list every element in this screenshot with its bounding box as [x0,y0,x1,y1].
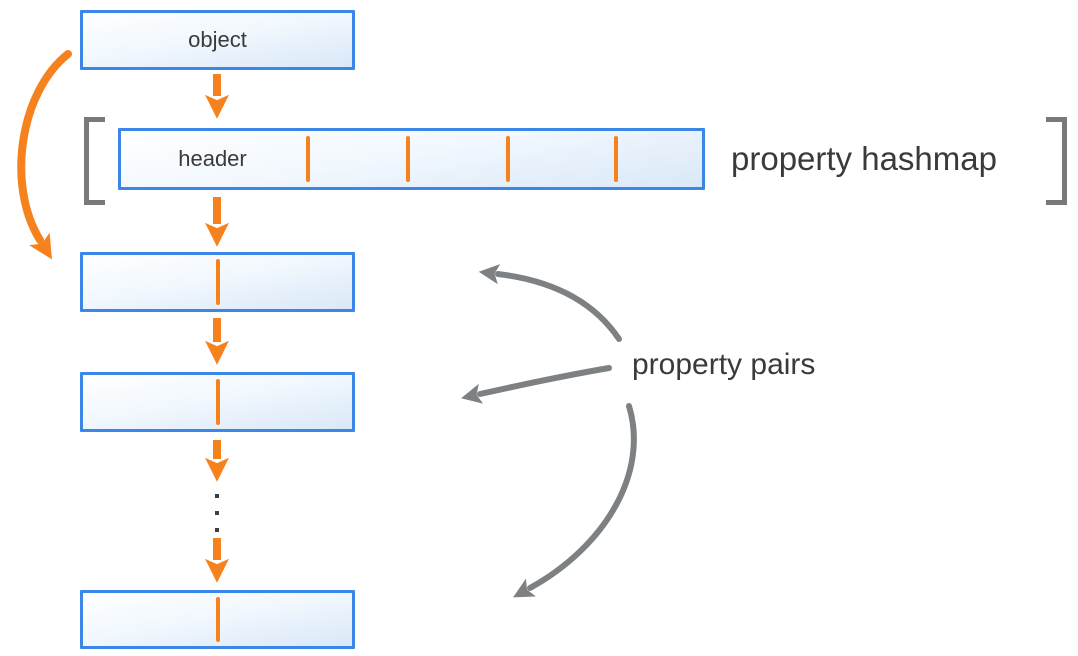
object-box-label: object [188,27,247,52]
left-bracket-icon [84,117,105,205]
arrow-pairs-to-pair3 [513,403,637,598]
hashmap-divider [406,136,410,182]
object-box [80,10,355,70]
arrow-pairs-to-pair1 [478,263,622,342]
vertical-ellipsis-icon [215,494,219,498]
arrow-object-to-first-pair-curved [17,50,72,260]
property-pair-box [80,372,355,432]
hashmap-divider [506,136,510,182]
header-cell-label: header [178,146,247,171]
hashmap-header-box [118,128,705,190]
property-hashmap-caption: property hashmap [731,140,997,177]
property-pair-box [80,252,355,312]
pair-divider [216,597,220,642]
vertical-ellipsis-icon [215,528,219,532]
property-pairs-caption: property pairs [632,348,816,381]
pair-divider [216,379,220,425]
arrow-pairs-to-pair2 [461,365,612,404]
pair-divider [216,259,220,305]
property-pair-box [80,590,355,649]
right-bracket-icon [1046,117,1067,205]
hashmap-divider [306,136,310,182]
hashmap-divider [614,136,618,182]
vertical-ellipsis-icon [215,511,219,515]
